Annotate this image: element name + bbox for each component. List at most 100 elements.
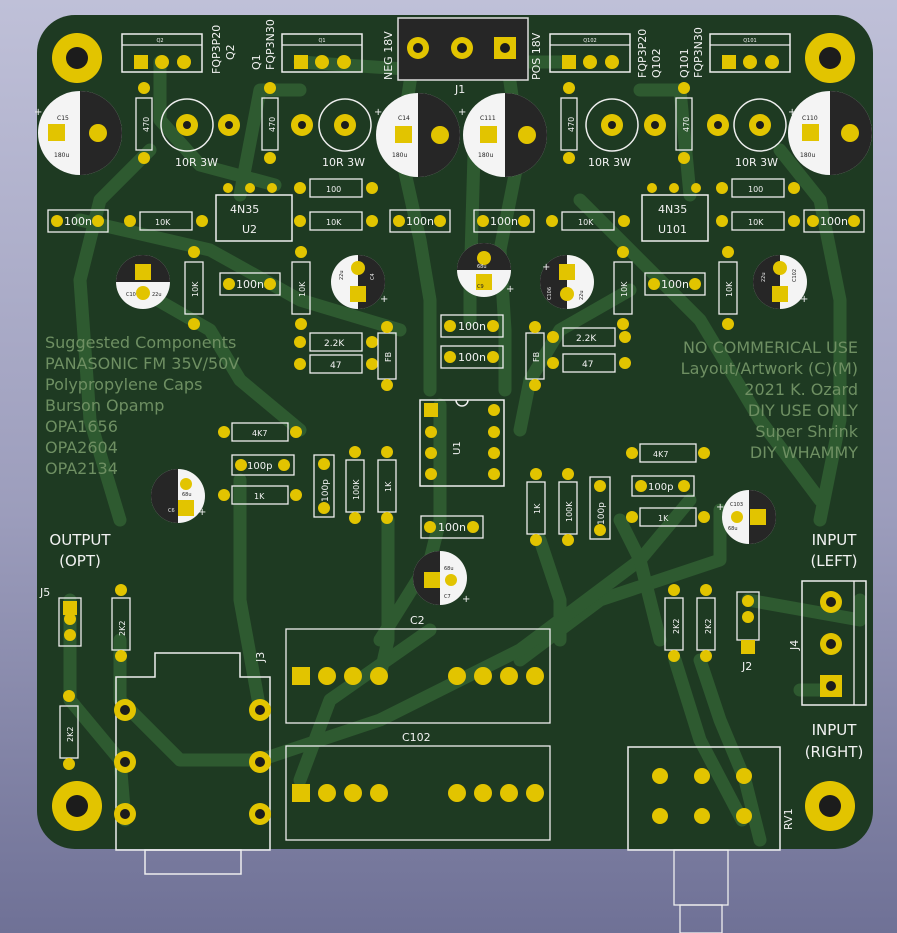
cap-100n-i: 100n — [420, 515, 484, 539]
svg-text:Suggested Components: Suggested Components — [45, 333, 236, 352]
svg-text:C6: C6 — [168, 508, 175, 514]
svg-text:180u: 180u — [392, 152, 407, 159]
svg-text:100n: 100n — [406, 215, 434, 228]
cap-100p-c: 100p — [589, 476, 611, 540]
q101-part: FQP3N30 — [692, 27, 705, 78]
transistor-q1: Q1 Q1 FQP3N30 — [250, 19, 363, 73]
svg-text:100n: 100n — [820, 215, 848, 228]
svg-text:C111: C111 — [480, 115, 496, 122]
mounting-holes — [52, 33, 855, 831]
cap-100n-a: 100n — [47, 209, 109, 233]
q1-part: FQP3N30 — [264, 19, 277, 70]
svg-text:Burson Opamp: Burson Opamp — [45, 396, 164, 415]
svg-text:J3: J3 — [254, 652, 267, 663]
svg-text:OPA2134: OPA2134 — [45, 459, 118, 478]
cap-c4: 22u C4 + — [331, 255, 388, 309]
cap-c14: C14 180u + — [374, 93, 460, 177]
resistor-2k2-a: 2.2K — [294, 332, 378, 352]
svg-text:68u: 68u — [477, 264, 487, 270]
svg-text:(OPT): (OPT) — [59, 552, 101, 570]
resistor-10k-g: 10K — [613, 246, 633, 330]
svg-text:180u: 180u — [800, 152, 815, 159]
svg-text:2K2: 2K2 — [118, 621, 127, 636]
svg-text:(LEFT): (LEFT) — [810, 552, 857, 570]
cap-100n-b: 100n — [389, 209, 451, 233]
svg-text:1K: 1K — [254, 492, 265, 501]
cap-100p-d: 100p — [631, 475, 695, 497]
svg-text:470: 470 — [268, 117, 277, 132]
resistor-10r-b: 10R 3W — [291, 98, 372, 169]
transistor-q102: Q102 FQP3P20 Q102 — [549, 29, 663, 78]
resistor-10k-a: 10K — [124, 211, 208, 231]
connector-j1: J1 NEG 18V POS 18V — [382, 17, 543, 96]
resistor-1k-c: 1K — [526, 468, 546, 546]
svg-text:100n: 100n — [236, 278, 264, 291]
svg-text:Layout/Artwork (C)(M): Layout/Artwork (C)(M) — [681, 359, 858, 378]
cap-c10: C10 22u — [116, 255, 170, 309]
cap-100p-a: 100p — [231, 454, 295, 476]
svg-text:100n: 100n — [438, 521, 466, 534]
svg-text:180u: 180u — [54, 152, 69, 159]
svg-text:J5: J5 — [39, 586, 50, 599]
resistor-100k-b: 100K — [558, 468, 578, 546]
resistor-2k2-b1: 2K2 — [111, 584, 131, 662]
resistor-2k2-c2: 2K2 — [696, 584, 716, 662]
svg-text:10K: 10K — [326, 218, 342, 227]
optocoupler-u2: 4N35 U2 — [215, 183, 293, 242]
svg-text:Super Shrink: Super Shrink — [755, 422, 858, 441]
resistor-1k-b: 1K — [377, 446, 397, 524]
svg-text:100n: 100n — [64, 215, 92, 228]
svg-text:C102: C102 — [792, 269, 798, 282]
svg-text:PANASONIC FM 35V/50V: PANASONIC FM 35V/50V — [45, 354, 239, 373]
cap-100n-d: 100n — [803, 209, 865, 233]
svg-text:10R 3W: 10R 3W — [735, 156, 778, 169]
svg-text:2K2: 2K2 — [704, 619, 713, 634]
notes-left: Suggested Components PANASONIC FM 35V/50… — [45, 333, 239, 478]
cap-c106: C106 22u + — [540, 255, 594, 309]
q102-part: FQP3P20 — [636, 29, 649, 78]
svg-text:470: 470 — [682, 117, 691, 132]
svg-text:47: 47 — [582, 360, 593, 370]
resistor-10k-c: 10K — [546, 211, 630, 231]
resistor-10k-f: 10K — [291, 246, 311, 330]
svg-text:OUTPUT: OUTPUT — [49, 531, 111, 549]
svg-text:+: + — [506, 284, 514, 295]
svg-text:C14: C14 — [398, 115, 410, 122]
svg-text:NO COMMERICAL USE: NO COMMERICAL USE — [683, 338, 858, 357]
resistor-47-a: 47 — [294, 354, 378, 374]
svg-text:4N35: 4N35 — [230, 203, 259, 216]
svg-text:470: 470 — [142, 117, 151, 132]
q102-tag: Q102 — [650, 48, 663, 78]
cap-100n-h: 100n — [440, 345, 504, 369]
svg-text:FB: FB — [384, 352, 393, 362]
resistor-100k-a: 100K — [345, 446, 365, 524]
resistor-2k2-b2: 2K2 — [59, 690, 79, 770]
ferrite-fb-b: FB — [525, 321, 545, 391]
resistor-10k-b: 10K — [294, 211, 378, 231]
resistor-2k2-c1: 2K2 — [664, 584, 684, 662]
svg-text:68u: 68u — [444, 566, 454, 572]
resistor-470-c: 470 — [560, 82, 578, 164]
svg-text:10R 3W: 10R 3W — [175, 156, 218, 169]
j1-ref: J1 — [454, 83, 465, 96]
cap-c7: 68u C7 + — [413, 551, 470, 605]
ferrite-fb-a: FB — [377, 321, 397, 391]
svg-text:(RIGHT): (RIGHT) — [805, 743, 864, 761]
q2-part: FQP3P20 — [210, 25, 223, 74]
transistor-q2: Q2 FQP3P20 Q2 — [121, 25, 237, 74]
resistor-47-b: 47 — [547, 353, 631, 373]
svg-text:J2: J2 — [741, 660, 752, 673]
svg-text:2.2K: 2.2K — [324, 339, 345, 349]
input-right-label: INPUT (RIGHT) — [805, 721, 864, 761]
resistor-4k7-a: 4K7 — [218, 422, 302, 442]
mount-hole-tl — [52, 33, 102, 83]
svg-text:U1: U1 — [452, 441, 463, 455]
resistor-100-a: 100 — [294, 178, 378, 198]
svg-text:Polypropylene Caps: Polypropylene Caps — [45, 375, 202, 394]
q101-tag: Q101 — [678, 48, 691, 78]
terminal-j4: J4 — [788, 580, 867, 706]
cap-100n-c: 100n — [473, 209, 535, 233]
resistor-10r-d: 10R 3W — [707, 98, 787, 169]
svg-text:22u: 22u — [339, 270, 345, 280]
